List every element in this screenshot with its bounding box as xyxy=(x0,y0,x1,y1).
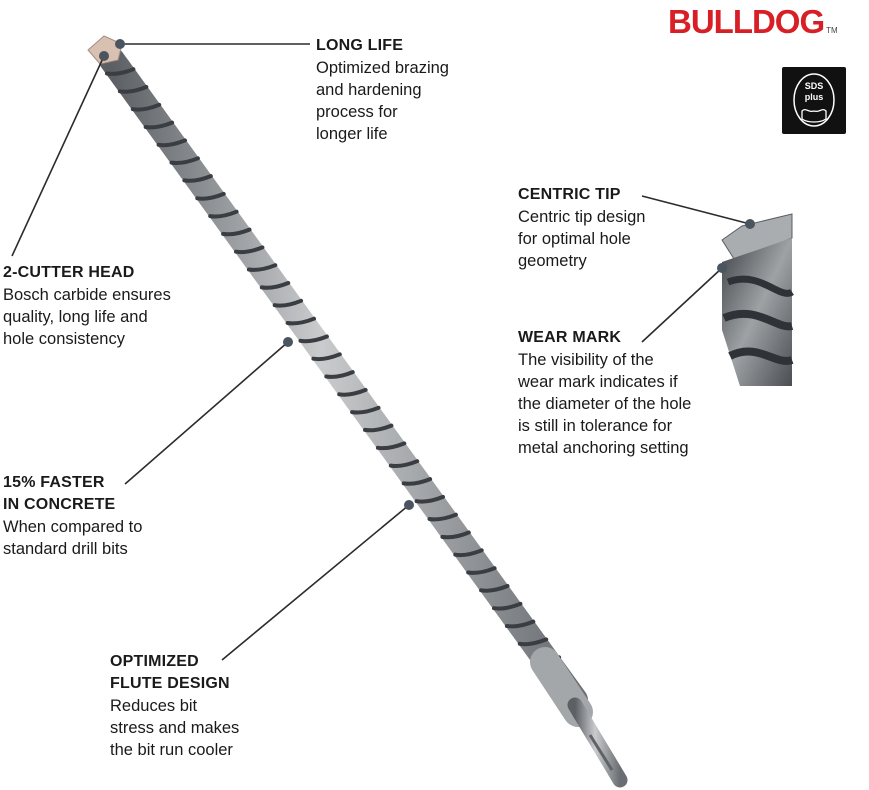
carbide-tip xyxy=(87,35,123,65)
flute-groove xyxy=(427,512,458,522)
flute-groove xyxy=(517,637,549,647)
leader-flute xyxy=(221,504,410,661)
flute-groove xyxy=(221,227,252,237)
callout-flute: OPTIMIZED FLUTE DESIGN Reduces bit stres… xyxy=(110,651,239,761)
callout-wear-mark: WEAR MARK The visibility of the wear mar… xyxy=(518,327,691,459)
trademark-mark: TM xyxy=(826,26,838,35)
drill-bit xyxy=(87,35,628,788)
flute-groove xyxy=(130,102,162,112)
leader-faster xyxy=(124,341,289,485)
flute-groove xyxy=(311,352,342,362)
flute-groove xyxy=(195,191,226,201)
flute-groove xyxy=(440,530,471,540)
dot-cutter-head xyxy=(99,51,109,61)
dot-wear-mark xyxy=(717,263,727,273)
sds-plus-badge: SDS plus xyxy=(782,67,846,134)
leader-cutter-head xyxy=(11,55,105,257)
flute-groove xyxy=(453,548,484,558)
flute-groove xyxy=(234,245,265,255)
flute-groove xyxy=(259,281,291,290)
flute-groove xyxy=(350,405,381,415)
sds-plus-icon xyxy=(793,73,835,127)
flute-groove xyxy=(105,67,136,76)
flute-groove xyxy=(363,423,394,433)
bulldog-logo-text: BULLDOG xyxy=(668,3,825,40)
callout-body: When compared to standard drill bits xyxy=(3,518,143,558)
callout-body: Optimized brazing and hardening process … xyxy=(316,59,449,143)
badge-line-2: plus xyxy=(804,92,824,102)
flute-groove xyxy=(272,298,304,308)
callout-title: WEAR MARK xyxy=(518,329,622,346)
flute-groove xyxy=(375,441,407,451)
callout-title: 15% FASTER IN CONCRETE xyxy=(3,474,116,513)
dot-centric-tip xyxy=(745,219,755,229)
drill-bit-core xyxy=(99,47,588,713)
callout-cutter-head: 2-CUTTER HEAD Bosch carbide ensures qual… xyxy=(3,262,171,350)
callout-body: Bosch carbide ensures quality, long life… xyxy=(3,286,171,348)
leader-wear-mark xyxy=(641,267,723,343)
flute-groove xyxy=(414,494,445,504)
callout-title: LONG LIFE xyxy=(316,37,404,54)
callout-title: OPTIMIZED FLUTE DESIGN xyxy=(110,653,230,692)
flute-groove xyxy=(504,619,536,629)
flute-groove xyxy=(117,85,149,94)
flute-groove xyxy=(143,120,175,130)
flute-groove xyxy=(169,156,200,166)
leader-lines xyxy=(11,43,751,661)
dot-flute xyxy=(404,500,414,510)
flute-groove xyxy=(466,566,497,575)
tip-detail-flute-2 xyxy=(722,309,794,331)
callout-body: Reduces bit stress and makes the bit run… xyxy=(110,697,240,759)
badge-line-1: SDS xyxy=(804,81,824,91)
flute-groove xyxy=(492,601,523,611)
marker-dots xyxy=(99,39,755,510)
tip-detail-flute-1 xyxy=(726,275,794,297)
callout-title: 2-CUTTER HEAD xyxy=(3,264,135,281)
callout-body: Centric tip design for optimal hole geom… xyxy=(518,208,646,270)
flute-groove xyxy=(479,584,510,593)
flute-groove xyxy=(298,334,329,344)
flute-groove xyxy=(401,477,433,486)
flute-groove xyxy=(156,138,187,148)
callout-title: CENTRIC TIP xyxy=(518,186,621,203)
callout-centric-tip: CENTRIC TIP Centric tip design for optim… xyxy=(518,184,645,272)
drill-bit-flutes xyxy=(105,67,562,665)
drill-bit-shank xyxy=(567,697,628,788)
flute-groove xyxy=(246,263,278,272)
callout-long-life: LONG LIFE Optimized brazing and hardenin… xyxy=(316,35,449,145)
flute-groove xyxy=(337,387,368,397)
flute-groove xyxy=(324,370,355,379)
dot-faster xyxy=(283,337,293,347)
flute-groove xyxy=(285,316,316,326)
tip-detail-flute-3 xyxy=(728,347,794,365)
leader-centric-tip xyxy=(641,195,751,225)
dot-long-life xyxy=(115,39,125,49)
flute-groove xyxy=(208,209,239,219)
callout-body: The visibility of the wear mark indicate… xyxy=(518,351,692,457)
drill-bit-shank-groove xyxy=(588,734,614,771)
tip-detail-view xyxy=(721,213,794,386)
flute-groove xyxy=(182,174,213,183)
callout-faster: 15% FASTER IN CONCRETE When compared to … xyxy=(3,472,142,560)
flute-groove xyxy=(388,459,420,468)
